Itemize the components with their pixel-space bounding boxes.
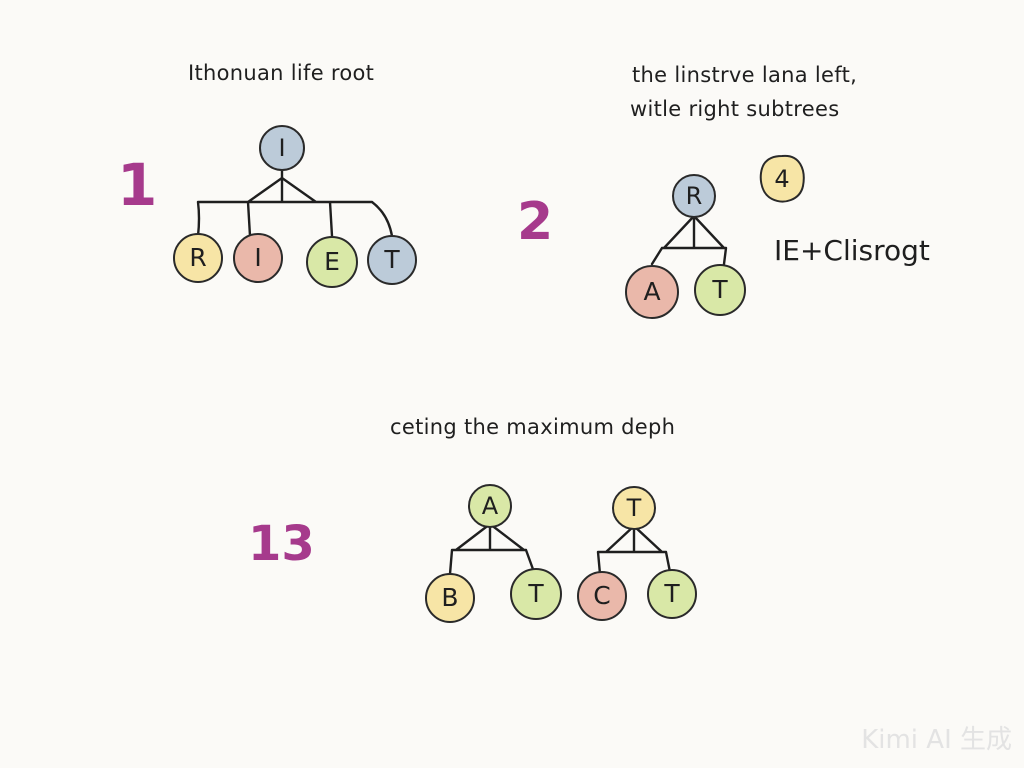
caption-top-right-line-1: the linstrve lana left, <box>632 63 858 87</box>
tree-1-child-node: I <box>233 233 283 283</box>
caption-bottom: ceting the maximum deph <box>390 415 676 439</box>
tree-2-root-label: R <box>686 182 703 210</box>
tree-3: A B T <box>425 484 562 623</box>
tree-2: R A T <box>625 174 746 319</box>
tree-4-child-node: T <box>647 569 697 619</box>
tree-1-child-node: E <box>306 236 358 288</box>
tree-4-child-label: T <box>663 579 680 608</box>
tree-1-child-node: T <box>367 235 417 285</box>
tree-4: T C T <box>577 486 697 621</box>
tree-2-child-label: A <box>643 277 660 306</box>
caption-top-left: Ithonuan life root <box>188 61 375 85</box>
tree-1-child-label: R <box>189 243 206 272</box>
tree-3-child-label: B <box>441 583 458 612</box>
caption-top-right-line-2: witle right subtrees <box>630 97 840 121</box>
tree-4-child-node: C <box>577 571 627 621</box>
tree-3-child-node: T <box>510 568 562 620</box>
badge: 4 <box>759 154 805 203</box>
tree-1-root-node: I <box>259 125 305 171</box>
tree-2-root-node: R <box>672 174 716 218</box>
tree-2-child-label: T <box>711 275 728 304</box>
side-note: IE+Clisrogt <box>774 234 930 267</box>
tree-2-child-node: A <box>625 265 679 319</box>
step-number-1: 1 <box>117 151 158 219</box>
tree-1-child-label: I <box>254 243 261 272</box>
tree-1-child-label: T <box>383 245 400 274</box>
tree-4-edges <box>596 524 672 576</box>
badge-blob <box>759 154 805 203</box>
tree-3-root-label: A <box>482 492 499 520</box>
tree-1-child-label: E <box>324 247 340 276</box>
step-number-2: 2 <box>517 192 554 252</box>
tree-1: I R I E T <box>173 125 417 288</box>
tree-3-child-label: T <box>527 579 544 608</box>
tree-2-edges <box>650 214 728 266</box>
tree-4-child-label: C <box>593 581 610 610</box>
badge-label: 4 <box>774 165 789 193</box>
tree-4-root-label: T <box>626 494 642 522</box>
tree-3-root-node: A <box>468 484 512 528</box>
tree-4-root-node: T <box>612 486 656 530</box>
tree-1-edges <box>196 168 394 238</box>
tree-1-root-label: I <box>278 134 285 162</box>
tree-1-child-node: R <box>173 233 223 283</box>
tree-3-edges <box>448 522 536 576</box>
tree-2-child-node: T <box>694 264 746 316</box>
step-number-13: 13 <box>248 516 315 572</box>
tree-3-child-node: B <box>425 573 475 623</box>
watermark: Kimi AI 生成 <box>861 725 1012 755</box>
